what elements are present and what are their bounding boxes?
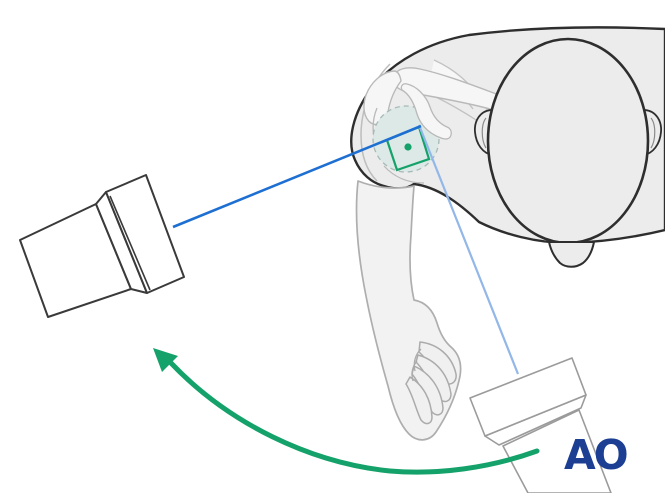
nose bbox=[548, 241, 595, 268]
finger-curl-line bbox=[411, 360, 418, 382]
image-intensifier-original-position bbox=[469, 357, 612, 493]
device-face-plate bbox=[469, 357, 587, 437]
axillary-fold-line bbox=[383, 165, 425, 184]
image-intensifier-new-position bbox=[19, 174, 185, 318]
left-ear-inner-line bbox=[481, 117, 487, 149]
device-face-plate bbox=[105, 174, 185, 294]
rotation-arrow-arc bbox=[168, 360, 540, 475]
finger-pinky bbox=[405, 376, 433, 425]
coracoid-bone bbox=[400, 83, 452, 140]
beam-original-line bbox=[417, 124, 520, 375]
beam-target-dot bbox=[404, 143, 412, 151]
finger-curl-line bbox=[413, 348, 422, 372]
device-face-edge-line bbox=[109, 195, 151, 291]
device-column bbox=[502, 409, 612, 493]
head-outline bbox=[486, 37, 650, 245]
beam-new-line bbox=[172, 124, 422, 229]
ao-logo: AO bbox=[564, 431, 627, 479]
rotation-arrow-head bbox=[153, 348, 178, 372]
right-ear-inner-line bbox=[650, 117, 656, 149]
